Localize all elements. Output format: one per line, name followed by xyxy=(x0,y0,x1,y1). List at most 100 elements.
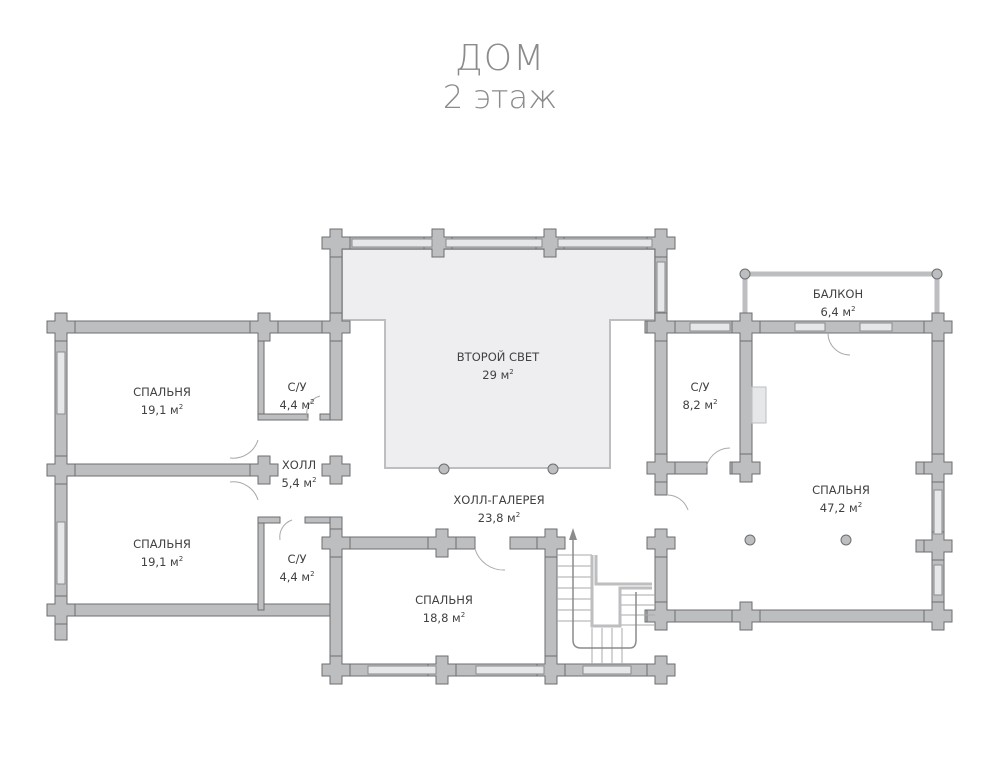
room-name: ХОЛЛ-ГАЛЕРЕЯ xyxy=(453,493,545,507)
room-area-value: 19,1 xyxy=(140,554,167,569)
room-area: 8,2 м2 xyxy=(682,395,717,413)
area-exponent: 2 xyxy=(851,305,856,313)
door-swing xyxy=(229,481,259,501)
area-exponent: 2 xyxy=(460,611,466,619)
room-name: СПАЛЬНЯ xyxy=(133,537,191,551)
wall-cross xyxy=(535,228,565,258)
wall-cross xyxy=(249,455,279,485)
room-area-value: 6,4 xyxy=(820,304,839,319)
wall xyxy=(257,332,265,421)
room-area-value: 47,2 xyxy=(819,500,846,515)
room-name: С/У xyxy=(287,380,307,394)
wall-cross xyxy=(46,312,76,342)
wall-cross xyxy=(321,312,351,342)
area-unit: м xyxy=(170,402,179,417)
plan-title: ДОМ xyxy=(454,38,546,79)
area-exponent: 2 xyxy=(713,398,718,406)
area-unit: м xyxy=(301,569,311,584)
room-area: 18,8 м2 xyxy=(415,608,473,626)
wall-cross xyxy=(923,601,953,631)
room-name: БАЛКОН xyxy=(812,287,864,301)
wall-cross xyxy=(731,453,761,483)
area-exponent: 2 xyxy=(515,511,521,519)
room-area-value: 18,8 xyxy=(422,610,449,625)
area-exponent: 2 xyxy=(178,403,184,411)
room-name: С/У xyxy=(287,552,307,566)
door-swing xyxy=(666,494,689,511)
column xyxy=(438,463,450,475)
room-name: ВТОРОЙ СВЕТ xyxy=(456,350,540,364)
window xyxy=(933,489,943,535)
room-area-value: 4,4 xyxy=(279,397,298,412)
stair-well xyxy=(590,555,652,628)
door-swing xyxy=(474,548,506,571)
stair-arrow-head xyxy=(569,528,577,540)
wall-cross xyxy=(923,531,953,561)
room-name: ХОЛЛ xyxy=(281,458,317,472)
area-unit: м xyxy=(303,475,313,490)
window xyxy=(367,665,437,675)
room-area-value: 23,8 xyxy=(477,510,504,525)
area-unit: м xyxy=(301,397,311,412)
wall xyxy=(257,516,281,524)
wall xyxy=(47,320,346,334)
room-area: 4,4 м2 xyxy=(279,567,314,585)
column xyxy=(931,268,943,280)
room-area-value: 29 xyxy=(482,367,497,382)
wall-cross xyxy=(321,228,351,258)
wall xyxy=(739,319,753,476)
wall-cross xyxy=(646,453,676,483)
window xyxy=(933,564,943,596)
room-name: С/У xyxy=(690,380,710,394)
window xyxy=(445,238,543,248)
door-swing xyxy=(229,439,259,459)
room-area-value: 5,4 xyxy=(281,475,300,490)
room-area-value: 19,1 xyxy=(140,402,167,417)
door-swing xyxy=(279,519,293,541)
window xyxy=(351,238,433,248)
window xyxy=(794,322,826,332)
wall-cross xyxy=(423,228,453,258)
wall-cross xyxy=(427,655,457,685)
room-area: 19,1 м2 xyxy=(133,552,191,570)
area-unit: м xyxy=(507,510,516,525)
room-name: СПАЛЬНЯ xyxy=(133,385,191,399)
wall-cross xyxy=(427,528,457,558)
wall xyxy=(644,609,951,623)
wall xyxy=(257,519,265,611)
closet xyxy=(751,386,767,424)
window xyxy=(56,351,66,415)
area-exponent: 2 xyxy=(310,570,315,578)
wall-cross xyxy=(46,455,76,485)
room-area: 6,4 м2 xyxy=(813,302,863,320)
room-area-value: 4,4 xyxy=(279,569,298,584)
room-name: СПАЛЬНЯ xyxy=(415,593,473,607)
room-area: 4,4 м2 xyxy=(279,395,314,413)
wall-cross xyxy=(646,601,676,631)
wall-cross xyxy=(646,312,676,342)
area-exponent: 2 xyxy=(178,555,184,563)
wall xyxy=(257,413,309,421)
room-area: 19,1 м2 xyxy=(133,400,191,418)
wall-cross xyxy=(731,312,761,342)
plan-subtitle: 2 этаж xyxy=(442,78,558,116)
wall xyxy=(47,463,276,477)
wall-cross xyxy=(646,528,676,558)
window xyxy=(557,238,653,248)
wall-cross xyxy=(923,312,953,342)
wall-cross xyxy=(249,312,279,342)
window xyxy=(475,665,545,675)
window xyxy=(656,261,666,313)
column xyxy=(744,534,756,546)
wall-cross xyxy=(731,601,761,631)
